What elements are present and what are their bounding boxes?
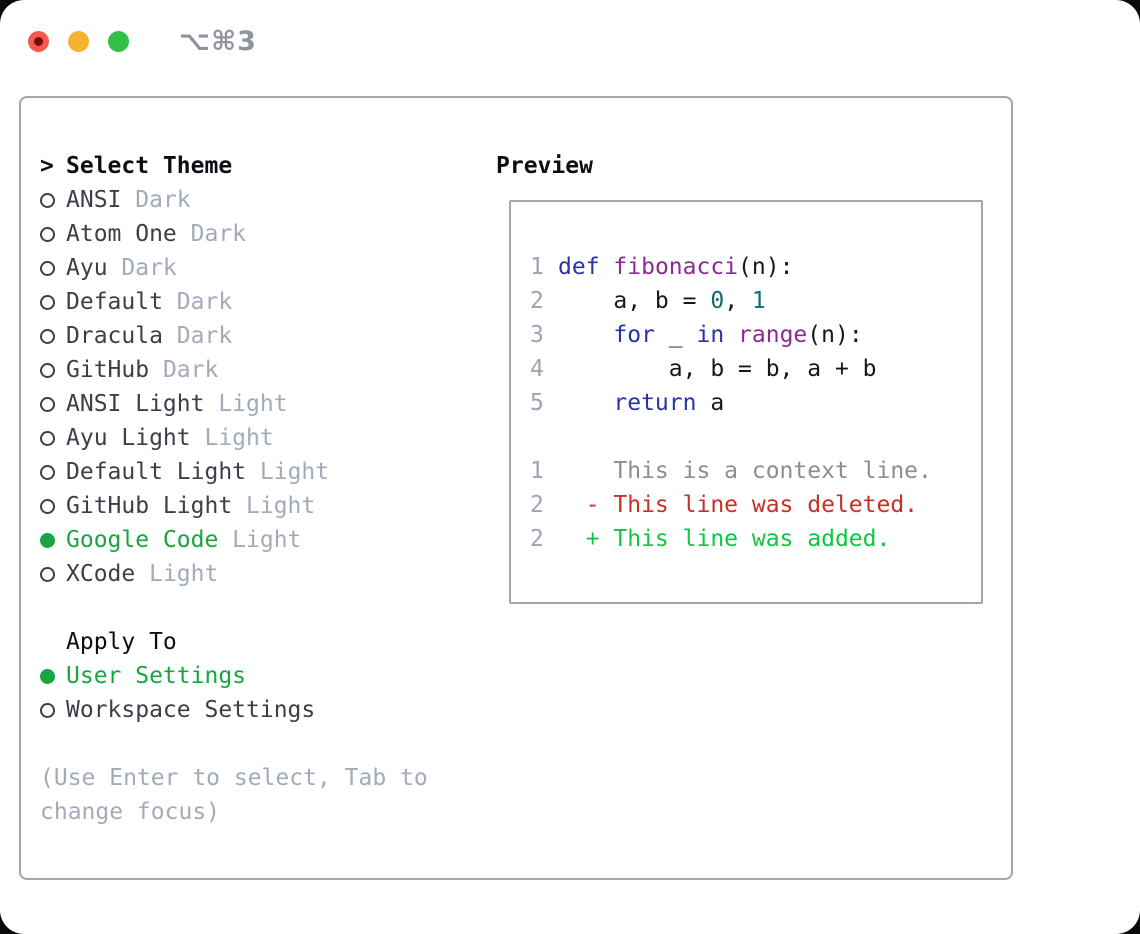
- radio-icon: [40, 498, 55, 514]
- theme-option[interactable]: Ayu Light Light: [40, 421, 428, 455]
- radio-icon: [40, 430, 55, 446]
- radio-icon: [40, 396, 55, 412]
- theme-option[interactable]: Dracula Dark: [40, 319, 428, 353]
- line-number: 2: [530, 492, 544, 518]
- help-text-line-1: (Use Enter to select, Tab to: [40, 765, 428, 791]
- theme-option-label: Default Dark: [66, 289, 233, 315]
- line-number: 2: [530, 526, 544, 552]
- apply-to-header: Apply To: [40, 625, 428, 659]
- radio-icon: [40, 464, 55, 480]
- spacer: [40, 727, 428, 761]
- theme-option[interactable]: GitHub Dark: [40, 353, 428, 387]
- line-number: 1: [530, 254, 544, 280]
- zoom-button-icon[interactable]: [108, 31, 129, 52]
- radio-icon: [40, 362, 55, 378]
- theme-option[interactable]: Ayu Dark: [40, 251, 428, 285]
- line-number: 5: [530, 390, 544, 416]
- line-number: 2: [530, 288, 544, 314]
- select-theme-header: > Select Theme: [40, 149, 428, 183]
- theme-option[interactable]: ANSI Dark: [40, 183, 428, 217]
- radio-selected-icon: [40, 668, 55, 684]
- window-titlebar: ⌥⌘3: [28, 26, 257, 57]
- radio-selected-icon: [40, 532, 55, 548]
- theme-option[interactable]: XCode Light: [40, 557, 428, 591]
- radio-icon: [40, 566, 55, 582]
- apply-option-label: User Settings: [66, 663, 247, 689]
- diff-line: 2 + This line was added.: [530, 522, 932, 556]
- radio-icon: [40, 294, 55, 310]
- apply-option[interactable]: Workspace Settings: [40, 693, 428, 727]
- theme-option[interactable]: Default Light Light: [40, 455, 428, 489]
- code-line: 2 a, b = 0, 1: [530, 284, 932, 318]
- line-number: 4: [530, 356, 544, 382]
- theme-option[interactable]: GitHub Light Light: [40, 489, 428, 523]
- minimize-button-icon[interactable]: [68, 31, 89, 52]
- theme-option-label: ANSI Dark: [66, 187, 191, 213]
- diff-block: 1 This is a context line.2 - This line w…: [530, 454, 932, 556]
- help-text-line-2: change focus): [40, 799, 221, 825]
- theme-option[interactable]: Default Dark: [40, 285, 428, 319]
- diff-line: 2 - This line was deleted.: [530, 488, 932, 522]
- radio-icon: [40, 702, 55, 718]
- theme-option-label: Google Code Light: [66, 527, 302, 553]
- theme-option-label: XCode Light: [66, 561, 219, 587]
- code-line: 3 for _ in range(n):: [530, 318, 932, 352]
- theme-option[interactable]: Google Code Light: [40, 523, 428, 557]
- close-button-icon[interactable]: [28, 31, 49, 52]
- theme-option-label: Atom One Dark: [66, 221, 247, 247]
- radio-icon: [40, 260, 55, 276]
- radio-icon: [40, 328, 55, 344]
- theme-option-label: GitHub Dark: [66, 357, 219, 383]
- radio-icon: [40, 226, 55, 242]
- select-theme-title: Select Theme: [66, 153, 233, 179]
- theme-option-label: Dracula Dark: [66, 323, 233, 349]
- theme-option-label: Ayu Dark: [66, 255, 177, 281]
- theme-option[interactable]: ANSI Light Light: [40, 387, 428, 421]
- apply-option-label: Workspace Settings: [66, 697, 316, 723]
- spacer: [40, 591, 428, 625]
- preview-title: Preview: [496, 153, 593, 179]
- focus-cursor-icon: >: [40, 153, 54, 179]
- theme-option[interactable]: Atom One Dark: [40, 217, 428, 251]
- line-number: 3: [530, 322, 544, 348]
- window-title: ⌥⌘3: [179, 26, 257, 57]
- theme-option-label: Default Light Light: [66, 459, 330, 485]
- theme-option-label: ANSI Light Light: [66, 391, 288, 417]
- code-line: 4 a, b = b, a + b: [530, 352, 932, 386]
- line-number: 1: [530, 458, 544, 484]
- code-line: 5 return a: [530, 386, 932, 420]
- diff-line: 1 This is a context line.: [530, 454, 932, 488]
- theme-option-label: GitHub Light Light: [66, 493, 316, 519]
- apply-option[interactable]: User Settings: [40, 659, 428, 693]
- theme-option-label: Ayu Light Light: [66, 425, 274, 451]
- apply-to-title: Apply To: [66, 629, 177, 655]
- radio-icon: [40, 192, 55, 208]
